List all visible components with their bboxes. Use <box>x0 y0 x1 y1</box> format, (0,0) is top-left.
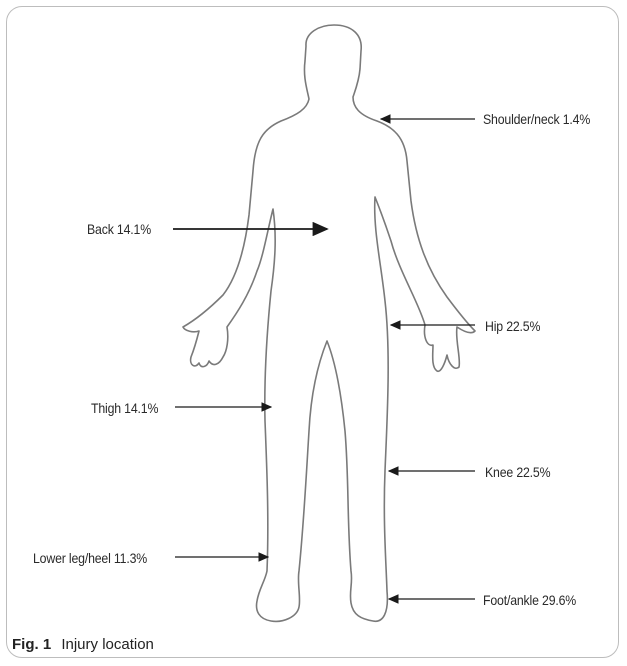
label-shoulder-neck: Shoulder/neck 1.4% <box>483 111 590 127</box>
body-outline <box>183 25 475 621</box>
label-hip: Hip 22.5% <box>485 318 540 334</box>
label-knee: Knee 22.5% <box>485 464 550 480</box>
caption-text: Injury location <box>61 636 154 653</box>
label-foot-ankle: Foot/ankle 29.6% <box>483 592 576 608</box>
label-back: Back 14.1% <box>87 221 151 237</box>
figure-number: Fig. 1 <box>12 636 51 653</box>
figure-caption: Fig. 1 Injury location <box>12 636 154 653</box>
label-lower-leg-heel: Lower leg/heel 11.3% <box>33 550 147 566</box>
label-thigh: Thigh 14.1% <box>91 400 158 416</box>
figure-frame: Shoulder/neck 1.4% Back 14.1% Hip 22.5% … <box>6 6 619 658</box>
